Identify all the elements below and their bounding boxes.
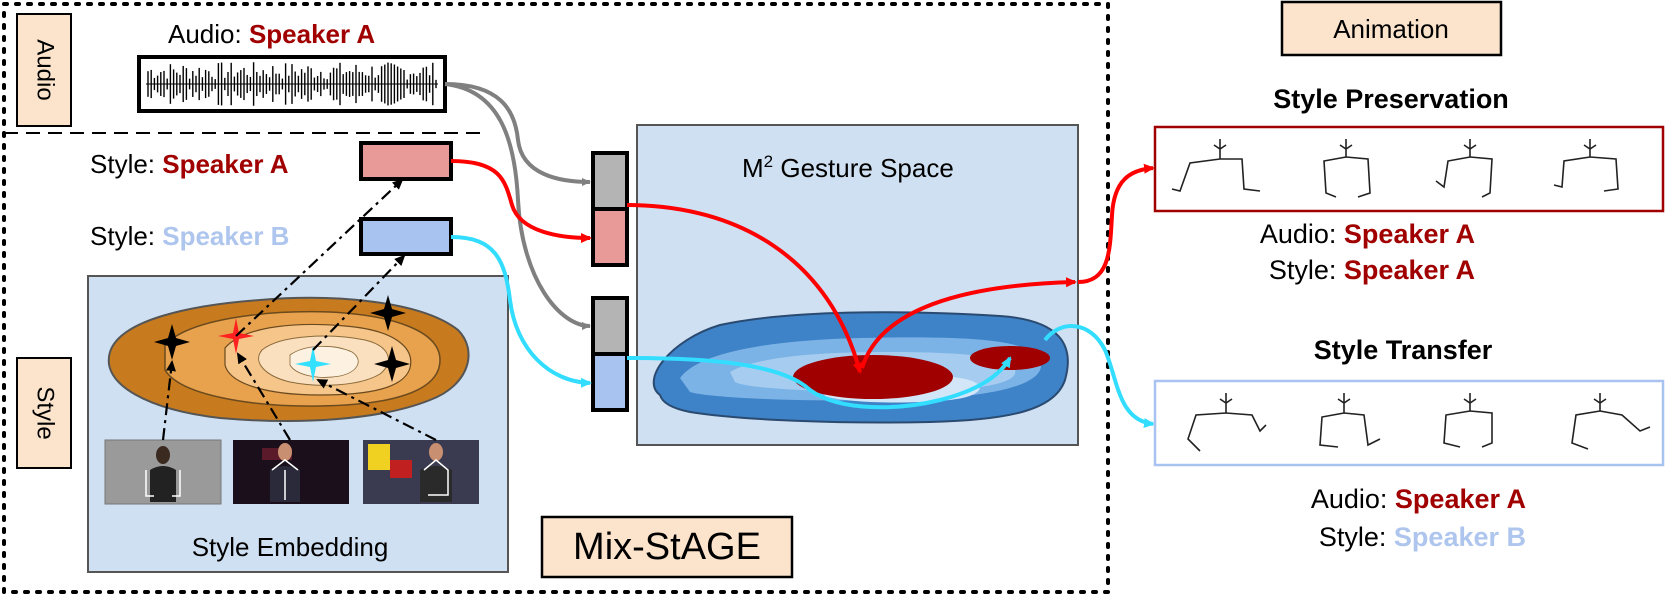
stick-figure-pose-icon (1571, 393, 1651, 450)
gesture-space-title: M2 Gesture Space (742, 152, 954, 183)
preservation-audio-prefix: Audio: (1260, 219, 1344, 249)
transfer-style-line: Style: Speaker B (1319, 522, 1526, 552)
stick-figure-pose-icon (1323, 139, 1371, 198)
audio-prefix: Audio: (168, 19, 249, 49)
gesture-space-title-m: M (742, 153, 764, 183)
audio-side-label: Audio (32, 39, 59, 100)
style-side-label: Style (32, 386, 59, 439)
preservation-to-figures-arrow (1077, 163, 1155, 284)
concat-vector-speaker-a (591, 151, 629, 267)
style-vector-speaker-a (359, 141, 453, 181)
style-embedding-label: Style Embedding (192, 532, 389, 562)
transfer-style-prefix: Style: (1319, 522, 1394, 552)
embedding-link (236, 352, 291, 441)
style-a-prefix: Style: (90, 149, 162, 179)
four-point-star-icon (370, 295, 406, 331)
stick-figure-pose-icon (1319, 393, 1381, 448)
transfer-audio-prefix: Audio: (1311, 484, 1395, 514)
style-preservation-title: Style Preservation (1273, 84, 1509, 114)
style-side-label-box: Style (16, 357, 72, 469)
transfer-style-speaker: Speaker B (1394, 522, 1526, 552)
preservation-style-line: Style: Speaker A (1269, 255, 1475, 285)
style-b-to-concat-arrow (450, 235, 592, 388)
style-embedding-panel: Style Embedding (87, 178, 509, 573)
four-point-star-icon (295, 346, 331, 382)
style-b-label: Style: Speaker B (90, 221, 289, 251)
transfer-audio-line: Audio: Speaker A (1311, 484, 1526, 514)
audio-input-label: Audio: Speaker A (168, 19, 375, 49)
gesture-space-title-sup: 2 (764, 152, 773, 171)
speaker-video-frame-icon (363, 440, 479, 504)
preservation-path-arrow (626, 203, 863, 374)
model-name-box: Mix-StAGE (540, 515, 794, 579)
audio-to-concat-b-arrow (444, 82, 591, 330)
style-b-prefix: Style: (90, 221, 162, 251)
transfer-path-arrow (626, 356, 1012, 410)
mix-stage-frame (2, 2, 1110, 594)
speaker-a-region (793, 355, 953, 399)
stick-figure-pose-icon (1171, 139, 1261, 192)
style-transfer-frame (1153, 379, 1665, 467)
style-transfer-title: Style Transfer (1314, 335, 1493, 365)
preservation-style-speaker: Speaker A (1344, 255, 1475, 285)
animation-label: Animation (1333, 14, 1449, 44)
four-point-star-icon (374, 346, 410, 382)
stick-figure-pose-icon (1443, 393, 1493, 448)
embedding-contour-inner (289, 345, 359, 378)
style-vector-speaker-b (359, 217, 453, 256)
preservation-path-out (860, 277, 1077, 369)
speaker-video-frame-icon (104, 439, 222, 505)
style-a-speaker-name: Speaker A (162, 149, 288, 179)
style-a-to-concat-arrow (450, 159, 592, 243)
style-b-speaker-name: Speaker B (162, 221, 289, 251)
audio-to-concat-a-arrow (444, 82, 591, 186)
concat-vector-speaker-b (591, 296, 629, 412)
preservation-audio-speaker: Speaker A (1344, 219, 1475, 249)
audio-waveform-icon (137, 55, 447, 113)
preservation-style-prefix: Style: (1269, 255, 1344, 285)
transfer-audio-speaker: Speaker A (1395, 484, 1526, 514)
transfer-to-figures-arrow (1043, 324, 1155, 428)
four-point-star-icon (154, 324, 190, 360)
stick-figure-pose-icon (1553, 139, 1619, 192)
audio-side-label-box: Audio (16, 13, 72, 127)
model-name: Mix-StAGE (573, 526, 761, 568)
stick-figure-pose-icon (1435, 139, 1493, 198)
embedding-to-style-b (312, 254, 406, 351)
preservation-audio-line: Audio: Speaker A (1260, 219, 1475, 249)
stick-figure-pose-icon (1187, 393, 1267, 452)
audio-speaker-name: Speaker A (249, 19, 375, 49)
style-preservation-frame (1153, 125, 1665, 213)
gesture-space-title-rest: Gesture Space (773, 153, 954, 183)
speaker-video-frame-icon (233, 440, 349, 504)
style-a-label: Style: Speaker A (90, 149, 289, 179)
embedding-link (316, 379, 437, 441)
animation-label-box: Animation (1280, 0, 1503, 57)
